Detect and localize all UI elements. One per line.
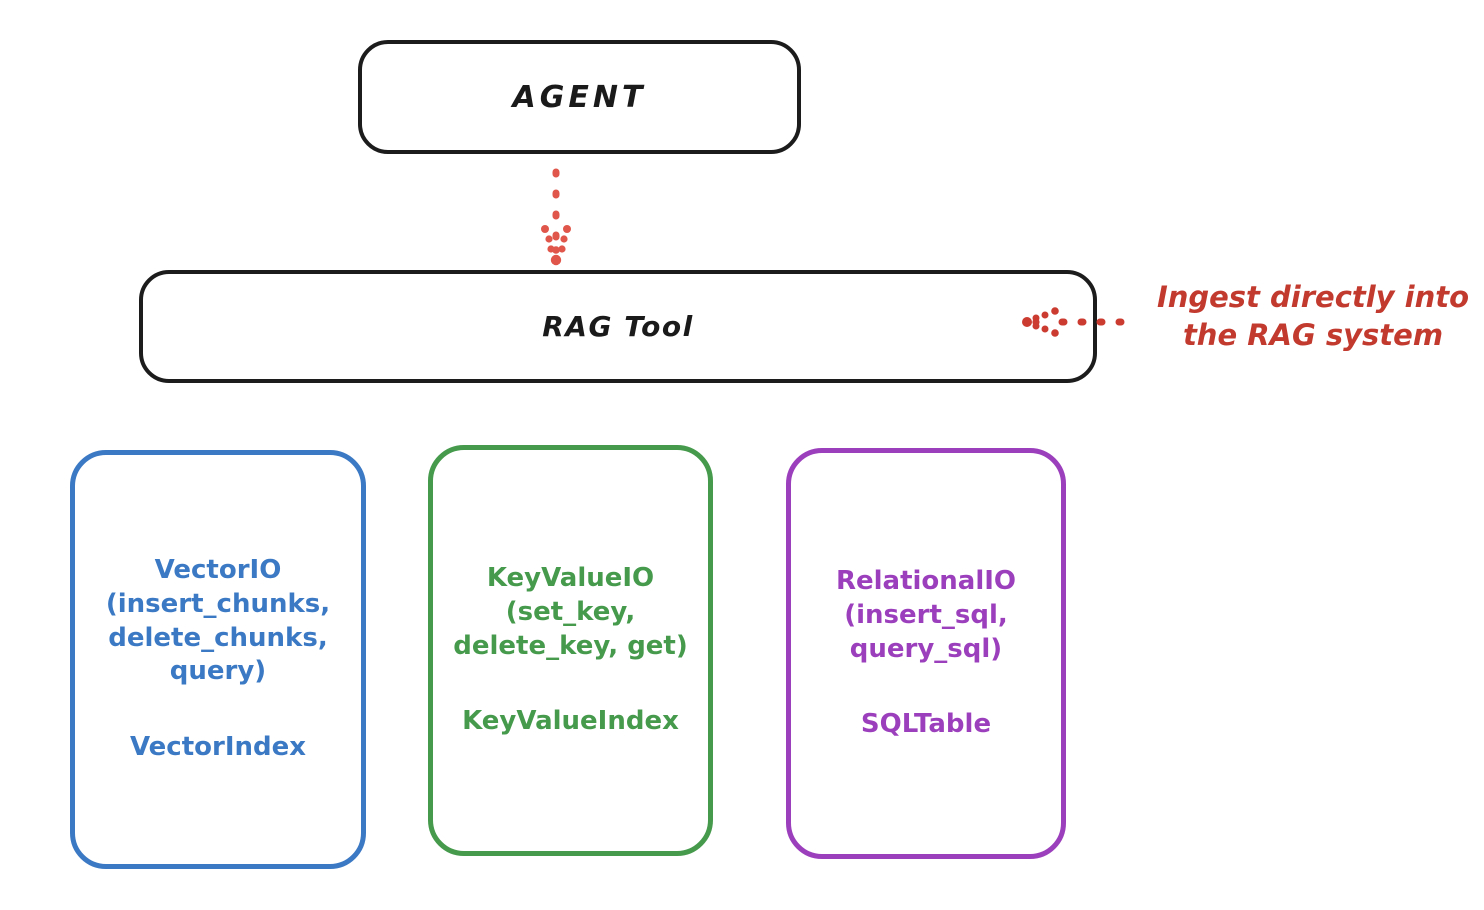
rag-tool-node-label: RAG Tool xyxy=(542,310,694,343)
key-value-index-label: KeyValueIndex xyxy=(462,706,679,737)
vector-index-label: VectorIndex xyxy=(129,732,307,763)
rag-tool-node[interactable]: RAG Tool xyxy=(139,270,1097,383)
relational-io-api-label: RelationalIO (insert_sql, query_sql) xyxy=(835,565,1017,664)
sql-table-label: SQLTable xyxy=(860,709,992,740)
relational-io-node[interactable]: RelationalIO (insert_sql, query_sql) SQL… xyxy=(786,448,1066,859)
agent-node[interactable]: AGENT xyxy=(358,40,801,154)
agent-to-rag-tool-arrow xyxy=(541,168,571,266)
vector-io-api-label: VectorIO (insert_chunks, delete_chunks, … xyxy=(105,555,331,687)
key-value-io-api-label: KeyValueIO (set_key, delete_key, get) xyxy=(453,562,688,661)
key-value-io-node[interactable]: KeyValueIO (set_key, delete_key, get) Ke… xyxy=(428,445,713,856)
ingest-annotation-text: Ingest directly into the RAG system xyxy=(1156,280,1470,353)
vector-io-node[interactable]: VectorIO (insert_chunks, delete_chunks, … xyxy=(70,450,366,869)
agent-node-label: AGENT xyxy=(512,79,647,115)
